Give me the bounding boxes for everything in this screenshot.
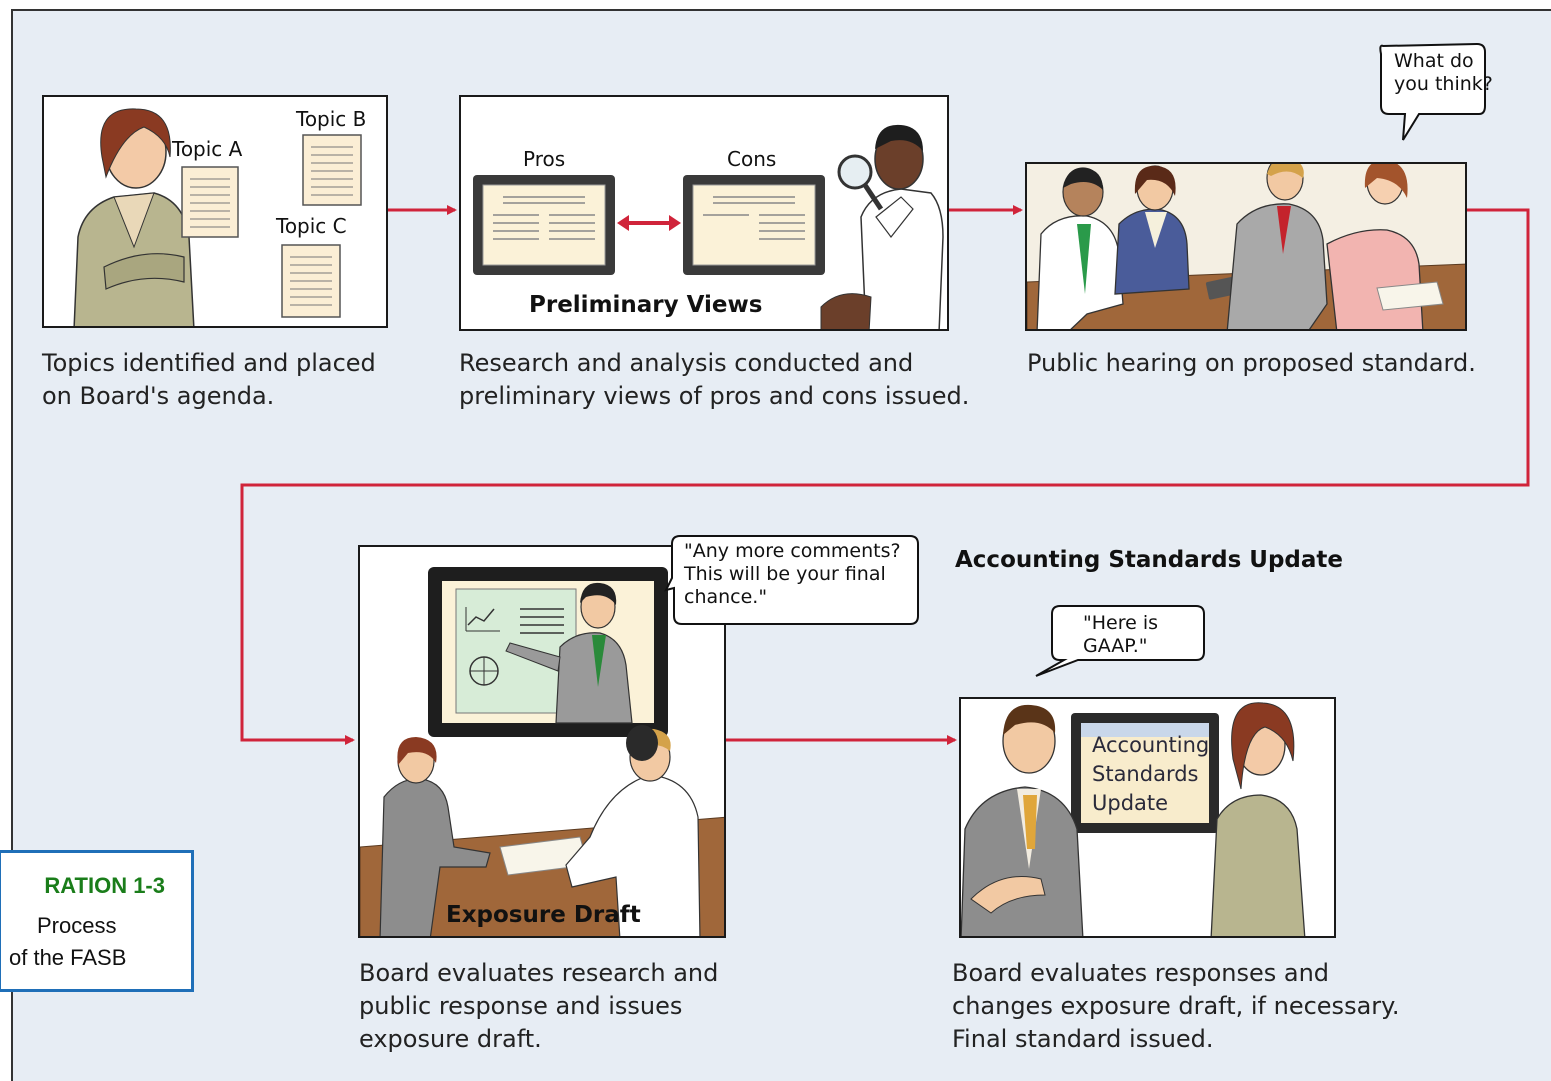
exposure-draft-illustration	[360, 567, 724, 936]
panel-public-hearing	[1025, 162, 1467, 331]
panel-topics: Topic A Topic B Topic C	[42, 95, 388, 328]
arrow-step3-to-step4	[240, 208, 1530, 745]
screen-accounting-standards-update: Accounting Standards Update	[1092, 733, 1210, 815]
illustration-label-box: RATION 1-3 Process of the FASB	[0, 850, 194, 992]
accounting-standards-update-heading: Accounting Standards Update	[955, 547, 1344, 573]
speech-bubble-here-is-gaap	[1035, 605, 1205, 677]
topics-illustration	[73, 108, 362, 326]
public-hearing-illustration	[1027, 164, 1465, 329]
panel-exposure-draft: Exposure Draft	[358, 545, 726, 938]
illustration-number: RATION 1-3	[44, 873, 165, 898]
illustration-caption-line1: Process	[37, 913, 117, 938]
exposure-draft-title: Exposure Draft	[446, 902, 641, 928]
preliminary-views-title: Preliminary Views	[529, 292, 763, 318]
speech-what-do-you-think: What do you think?	[1394, 50, 1493, 95]
pros-label: Pros	[523, 147, 566, 171]
caption-step2: Research and analysis conducted and prel…	[459, 349, 970, 410]
panel-preliminary-views: Pros Cons Preliminary Views	[459, 95, 949, 331]
caption-step4: Board evaluates research and public resp…	[359, 959, 719, 1053]
cons-label: Cons	[727, 147, 777, 171]
caption-step3: Public hearing on proposed standard.	[1027, 349, 1476, 377]
caption-step5: Board evaluates responses and changes ex…	[952, 959, 1400, 1053]
preliminary-views-illustration	[473, 124, 944, 329]
caption-step1: Topics identified and placed on Board's …	[42, 349, 376, 410]
speech-any-more-comments: "Any more comments? This will be your fi…	[684, 540, 901, 608]
speech-bubble-what-do-you-think	[1379, 42, 1486, 141]
speech-bubble-any-more-comments	[664, 535, 919, 625]
standards-update-illustration	[961, 702, 1306, 936]
speech-here-is-gaap: "Here is GAAP."	[1083, 612, 1159, 657]
panel-standards-update: Accounting Standards Update	[959, 697, 1336, 938]
topic-c-label: Topic C	[276, 214, 347, 238]
topic-a-label: Topic A	[172, 137, 243, 161]
topic-b-label: Topic B	[296, 107, 367, 131]
illustration-caption-line2: of the FASB	[9, 945, 127, 970]
